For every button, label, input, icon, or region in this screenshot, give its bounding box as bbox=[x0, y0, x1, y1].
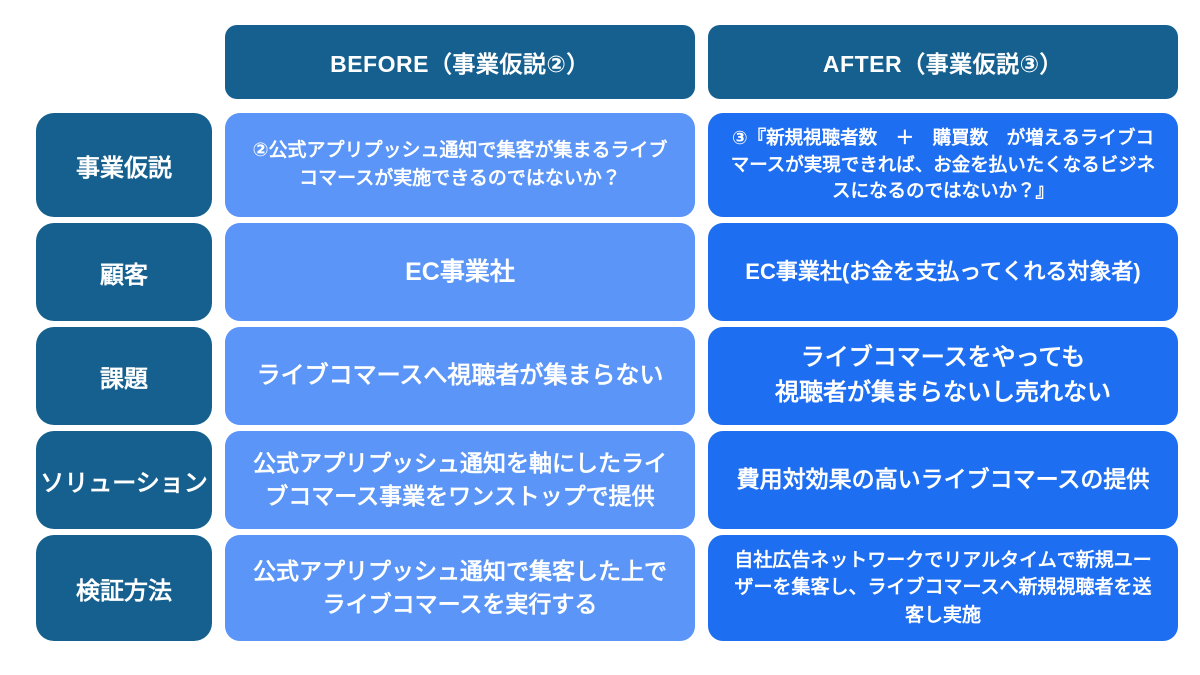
cell-after-problem: ライブコマースをやっても 視聴者が集まらないし売れない bbox=[708, 327, 1178, 425]
row-label-problem: 課題 bbox=[36, 327, 212, 425]
row-label-validation-method: 検証方法 bbox=[36, 535, 212, 641]
row-label-customer: 顧客 bbox=[36, 223, 212, 321]
cell-before-business-hypothesis: ②公式アプリプッシュ通知で集客が集まるライブコマースが実施できるのではないか？ bbox=[225, 113, 695, 217]
column-header-after: AFTER（事業仮説③） bbox=[708, 25, 1178, 99]
cell-before-solution: 公式アプリプッシュ通知を軸にしたライブコマース事業をワンストップで提供 bbox=[225, 431, 695, 529]
row-label-solution: ソリューション bbox=[36, 431, 212, 529]
corner-spacer bbox=[36, 25, 212, 107]
cell-before-validation-method: 公式アプリプッシュ通知で集客した上で ライブコマースを実行する bbox=[225, 535, 695, 641]
cell-after-solution: 費用対効果の高いライブコマースの提供 bbox=[708, 431, 1178, 529]
cell-after-validation-method: 自社広告ネットワークでリアルタイムで新規ユーザーを集客し、ライブコマースへ新規視… bbox=[708, 535, 1178, 641]
cell-before-customer: EC事業社 bbox=[225, 223, 695, 321]
cell-after-business-hypothesis: ③『新規視聴者数 ＋ 購買数 が増えるライブコマースが実現できれば、お金を払いた… bbox=[708, 113, 1178, 217]
cell-after-customer: EC事業社(お金を支払ってくれる対象者) bbox=[708, 223, 1178, 321]
cell-before-problem: ライブコマースへ視聴者が集まらない bbox=[225, 327, 695, 425]
row-label-business-hypothesis: 事業仮説 bbox=[36, 113, 212, 217]
column-header-before: BEFORE（事業仮説②） bbox=[225, 25, 695, 99]
